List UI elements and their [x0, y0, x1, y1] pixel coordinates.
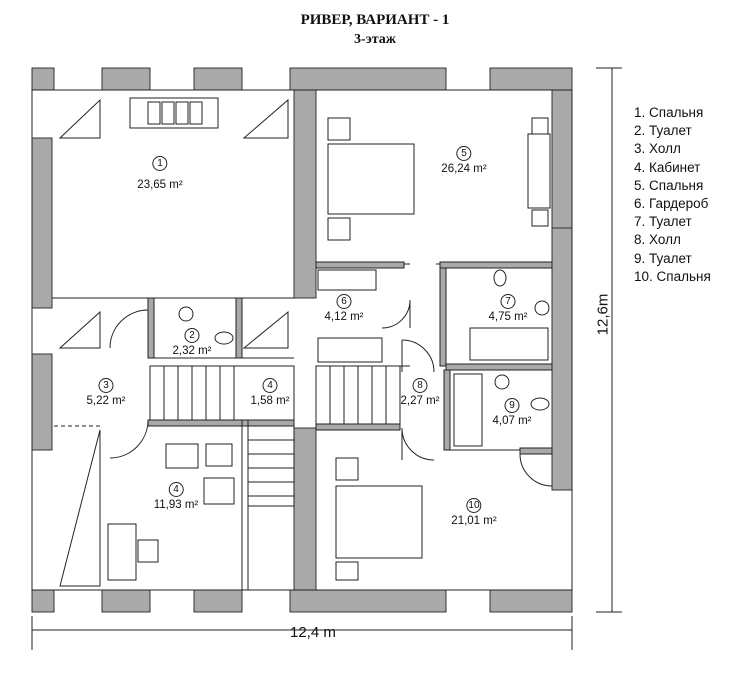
height-dimension: 12,6m — [594, 293, 612, 336]
room-area: 21,01 m² — [451, 515, 497, 527]
room-7-label: 7 4,75 m² — [489, 294, 528, 323]
wall — [489, 67, 573, 91]
wall — [193, 589, 243, 613]
room-number: 6 — [336, 294, 352, 309]
room-number: 1 — [152, 156, 168, 171]
room-9-label: 9 4,07 m² — [493, 398, 532, 427]
page-title: РИВЕР, ВАРИАНТ - 1 — [300, 12, 450, 28]
wall — [489, 589, 573, 613]
wall — [551, 89, 573, 229]
room-4-label: 4 11,93 m² — [153, 482, 199, 511]
wall — [101, 67, 151, 91]
wall — [289, 67, 447, 91]
legend-item: 9. Туалет — [634, 250, 692, 266]
room-8-label: 8 2,27 m² — [401, 378, 440, 407]
room-area: 23,65 m² — [137, 179, 183, 191]
legend-item: 2. Туалет — [634, 123, 692, 139]
legend-item: 4. Кабинет — [634, 159, 701, 175]
room-area: 2,32 m² — [172, 345, 212, 357]
stairs — [149, 365, 401, 507]
room-10-label: 10 21,01 m² — [451, 498, 497, 527]
room-number: 4 — [262, 378, 278, 393]
wall — [31, 67, 55, 91]
room-6-label: 6 4,12 m² — [325, 294, 364, 323]
legend-item: 7. Туалет — [634, 214, 692, 230]
room-number: 9 — [504, 398, 520, 413]
wall — [293, 427, 317, 591]
room-number: 10 — [466, 498, 482, 513]
wall — [289, 589, 447, 613]
legend-item: 3. Холл — [634, 141, 681, 157]
room-number: 5 — [456, 146, 472, 161]
room-number: 3 — [98, 378, 114, 393]
room-4-hall-label: 4 1,58 m² — [251, 378, 290, 407]
room-area: 4,07 m² — [492, 415, 532, 427]
wall — [101, 589, 151, 613]
room-number: 8 — [412, 378, 428, 393]
legend-item: 10. Спальня — [634, 268, 711, 284]
room-5-label: 5 26,24 m² — [441, 146, 487, 175]
legend-item: 8. Холл — [634, 232, 681, 248]
wall — [193, 67, 243, 91]
room-3-label: 3 5,22 m² — [87, 378, 126, 407]
legend-item: 1. Спальня — [634, 105, 704, 120]
room-2-label: 2 2,32 m² — [173, 328, 212, 357]
wall — [551, 227, 573, 491]
room-area: 4,75 m² — [488, 311, 528, 323]
legend-item: 6. Гардероб — [634, 196, 709, 212]
room-area: 26,24 m² — [441, 163, 487, 175]
wall — [31, 589, 55, 613]
room-number: 7 — [500, 294, 516, 309]
room-legend: 1. Спальня 2. Туалет 3. Холл 4. Кабинет … — [634, 104, 711, 286]
room-area: 2,27 m² — [400, 395, 440, 407]
room-area: 5,22 m² — [86, 395, 126, 407]
wall — [31, 137, 53, 309]
wall — [31, 353, 53, 451]
legend-item: 5. Спальня — [634, 177, 704, 193]
room-area: 11,93 m² — [153, 499, 199, 511]
wall — [293, 89, 317, 299]
room-number: 2 — [184, 328, 200, 343]
room-area: 1,58 m² — [250, 395, 290, 407]
page-subtitle: 3-этаж — [354, 32, 396, 47]
width-dimension: 12,4 m — [290, 624, 336, 641]
room-area: 4,12 m² — [324, 311, 364, 323]
room-1-label: 1 23,65 m² — [137, 156, 183, 191]
room-number: 4 — [168, 482, 184, 497]
